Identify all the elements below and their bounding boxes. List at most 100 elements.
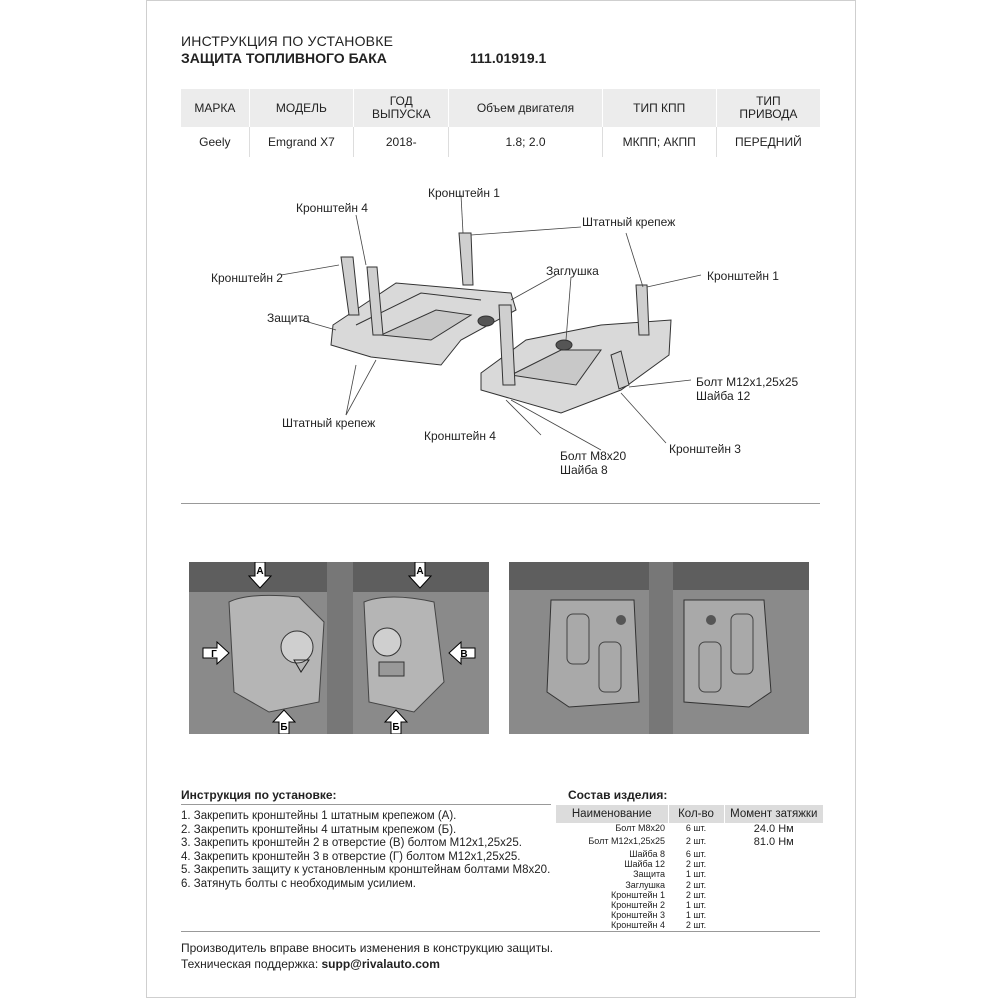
instruction-step: 1. Закрепить кронштейны 1 штатным крепеж… <box>181 810 457 822</box>
composition-torque-cell: 81.0 Нм <box>753 836 794 848</box>
instructions-title: Инструкция по установке: <box>181 788 337 802</box>
marker-v: В <box>460 649 467 660</box>
bracket-3-shape <box>610 350 630 390</box>
label-std-fastener-top: Штатный крепеж <box>582 215 676 229</box>
composition-name-cell: Шайба 8 <box>629 849 665 859</box>
spec-value-cell: Emgrand X7 <box>249 127 355 157</box>
section-divider <box>181 503 820 504</box>
composition-row: Болт М12х1,25х25 2 шт. 81.0 Нм <box>556 836 824 849</box>
bracket-1-shape <box>458 232 474 286</box>
composition-torque-cell <box>724 869 824 879</box>
bracket-4-right-shape <box>498 304 516 386</box>
composition-title: Состав изделия: <box>568 788 668 802</box>
composition-name-cell: Кронштейн 3 <box>611 910 665 921</box>
label-bracket-3: Кронштейн 3 <box>669 442 741 456</box>
support-label: Техническая поддержка: <box>181 957 319 971</box>
instruction-step: 6. Затянуть болты с необходимым усилием. <box>181 877 416 890</box>
label-plug: Заглушка <box>546 264 599 278</box>
composition-qty-cell: 6 шт. <box>685 849 707 859</box>
label-washer-12: Шайба 12 <box>696 389 751 403</box>
composition-torque-cell <box>724 849 824 859</box>
assembly-diagram <box>280 194 702 451</box>
composition-torque-cell: 24.0 Нм <box>753 823 794 835</box>
doc-title-line1: ИНСТРУКЦИЯ ПО УСТАНОВКЕ <box>181 33 394 49</box>
instruction-step: 3. Закрепить кронштейн 2 в отверстие (В)… <box>181 837 522 849</box>
composition-torque-cell <box>724 900 824 910</box>
document-page <box>146 0 856 998</box>
footer-notice: Производитель вправе вносить изменения в… <box>181 941 554 955</box>
label-std-fastener-bottom: Штатный крепеж <box>282 416 376 430</box>
spec-value-cell: 1.8; 2.0 <box>448 127 603 157</box>
composition-name-cell: Болт М12х1,25х25 <box>588 836 665 846</box>
spec-header-text: Объем двигателя <box>476 100 575 115</box>
spec-header-text: ТИП <box>756 94 781 108</box>
composition-body: Болт М8х20 6 шт. 24.0 Нм Болт М12х1,25х25 2 … <box>556 823 824 931</box>
marker-b-right: Б <box>392 722 399 733</box>
composition-qty-cell: 2 шт. <box>685 889 707 900</box>
label-bracket-4-bottom: Кронштейн 4 <box>424 429 496 443</box>
spec-value-cell: МКПП; АКПП <box>602 127 717 157</box>
label-bracket-4-top: Кронштейн 4 <box>296 201 368 215</box>
composition-name-cell: Кронштейн 2 <box>611 900 665 911</box>
doc-title-line2: ЗАЩИТА ТОПЛИВНОГО БАКА <box>181 50 387 66</box>
spec-header-cell: МОДЕЛЬ <box>249 89 355 127</box>
instruction-step: 5. Закрепить защиту к установленным крон… <box>181 864 551 876</box>
composition-header-cell: Кол-во <box>668 805 725 823</box>
spec-header-text: МОДЕЛЬ <box>275 100 327 115</box>
composition-torque-cell <box>724 880 824 890</box>
composition-qty-cell: 6 шт. <box>685 823 707 833</box>
spec-header-text: МАРКА <box>194 100 236 115</box>
composition-qty-cell: 2 шт. <box>685 836 707 846</box>
bracket-1-right-shape <box>635 284 650 336</box>
label-bracket-1-right: Кронштейн 1 <box>707 269 779 283</box>
label-guard: Защита <box>267 311 310 325</box>
label-bracket-1-top: Кронштейн 1 <box>428 186 500 200</box>
label-bracket-2: Кронштейн 2 <box>211 271 283 285</box>
instructions-list: 1. Закрепить кронштейны 1 штатным крепеж… <box>181 810 551 891</box>
composition-qty-cell: 2 шт. <box>685 920 707 931</box>
spec-header-cell: Объем двигателя <box>448 89 603 127</box>
composition-name-cell: Защита <box>633 869 665 880</box>
composition-qty-cell: 1 шт. <box>685 869 707 880</box>
marker-g: Г <box>211 649 217 660</box>
spec-value-cell: Geely <box>181 127 250 157</box>
bracket-2-shape <box>340 256 360 316</box>
composition-torque-cell <box>724 910 824 920</box>
label-bolt-m8: Болт М8х20 <box>560 449 627 463</box>
composition-name-cell: Болт М8х20 <box>615 823 665 833</box>
composition-torque-cell <box>724 859 824 869</box>
footer-divider <box>181 931 820 932</box>
photo-after-install <box>509 562 809 734</box>
spec-header-cell: ТИП КПП <box>602 89 717 127</box>
spec-header-cell: МАРКА <box>181 89 250 127</box>
composition-qty-cell: 1 шт. <box>685 910 707 921</box>
spec-value-cell: 2018- <box>353 127 450 157</box>
marker-a-left: А <box>256 566 263 577</box>
instructions-divider <box>181 804 551 805</box>
composition-row: Кронштейн 1 2 шт. <box>556 890 824 900</box>
spec-header-text: ТИП КПП <box>633 100 686 115</box>
spec-header-text: ВЫПУСКА <box>371 107 431 121</box>
spec-value-cell: ПЕРЕДНИЙ <box>735 135 802 149</box>
composition-name-cell: Кронштейн 1 <box>611 889 665 900</box>
label-bolt-m12: Болт М12х1,25х25 <box>696 375 799 389</box>
marker-a-right: А <box>416 566 423 577</box>
footer-support: Техническая поддержка: supp@rivalauto.co… <box>181 957 440 971</box>
composition-header-cell: Момент затяжки <box>724 805 824 823</box>
photo-before-install: А А Б Б Г В <box>189 562 489 734</box>
spec-header-text: ПРИВОДА <box>739 107 798 121</box>
composition-row: Кронштейн 3 1 шт. <box>556 910 824 920</box>
composition-row: Защита 1 шт. <box>556 869 824 879</box>
composition-row: Болт М8х20 6 шт. 24.0 Нм <box>556 823 824 836</box>
support-email-link[interactable]: supp@rivalauto.com <box>321 957 440 971</box>
composition-name-cell: Шайба 12 <box>624 859 665 870</box>
